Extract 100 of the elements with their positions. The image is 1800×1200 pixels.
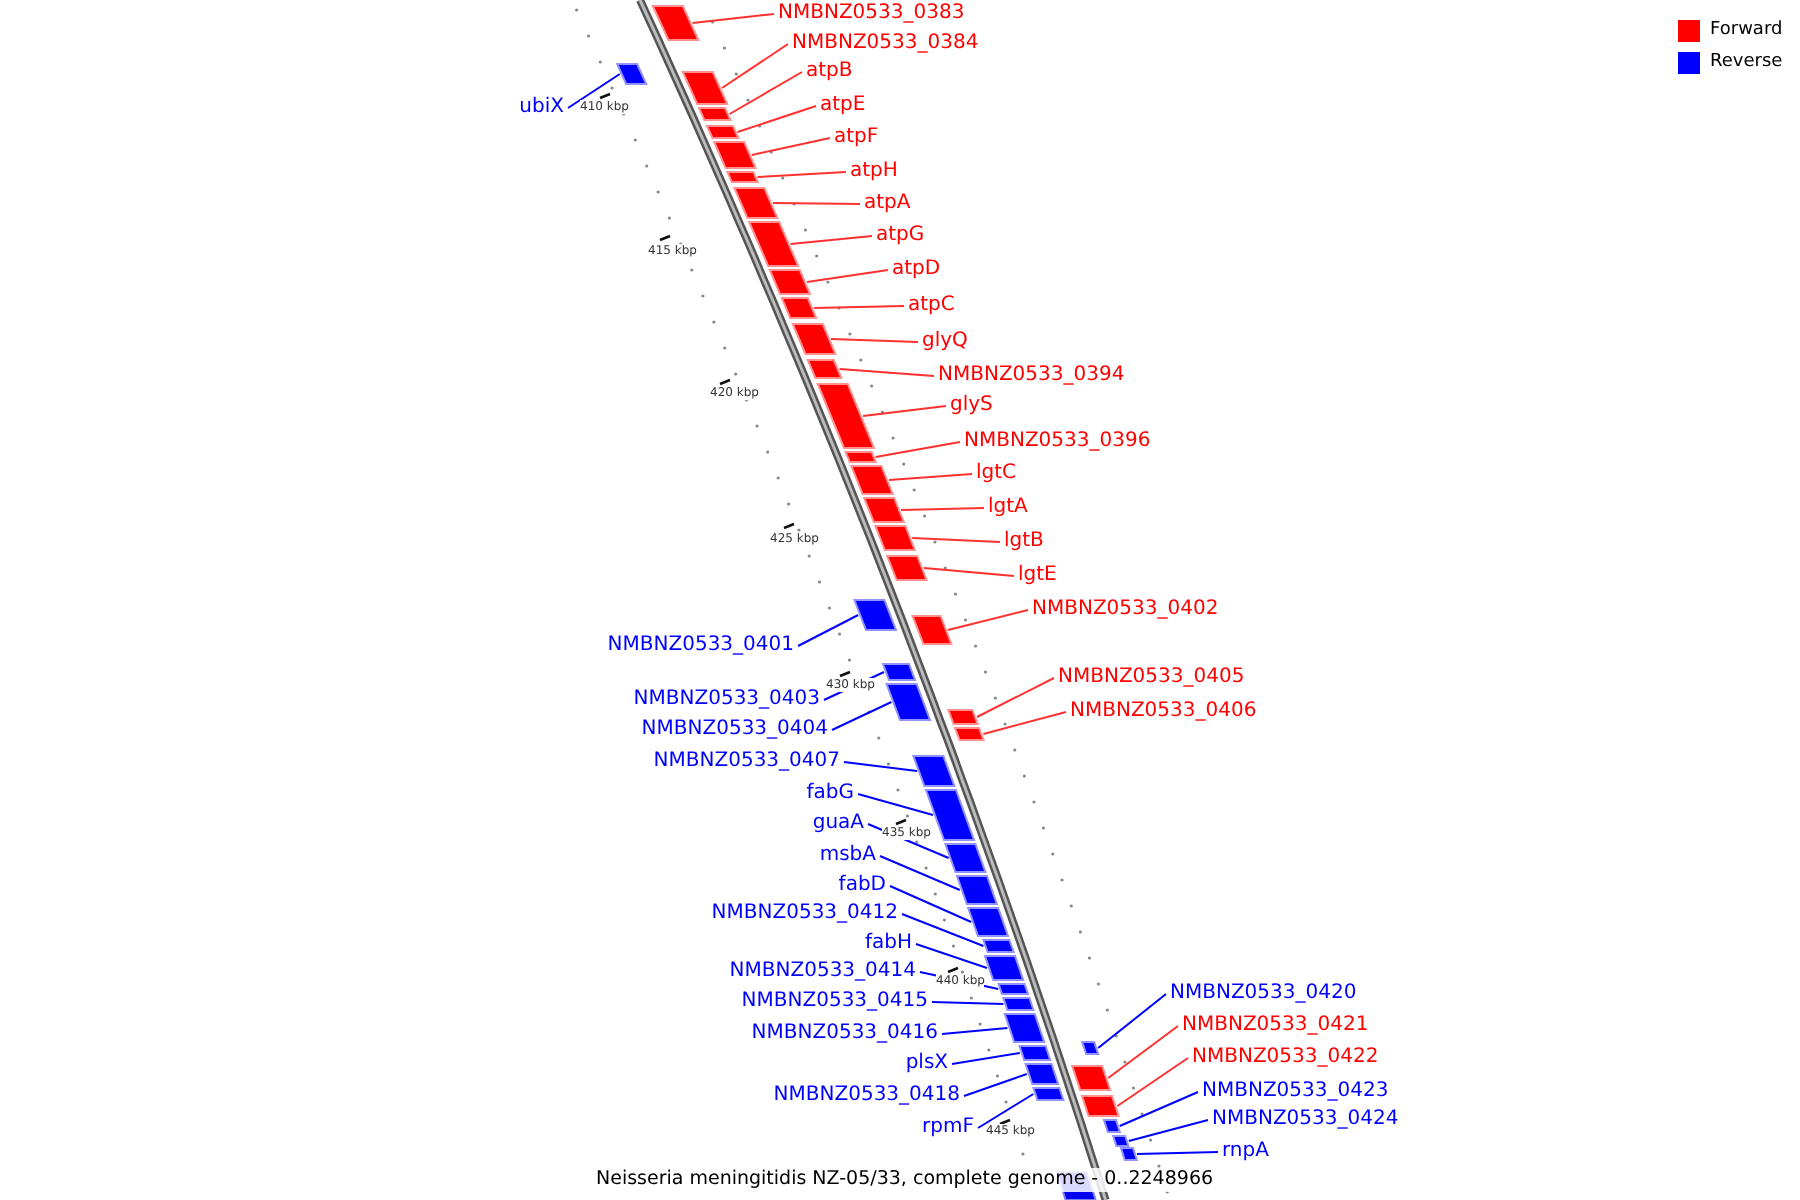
legend-label: Reverse — [1710, 50, 1783, 74]
leader-line — [772, 202, 861, 205]
gene-label: NMBNZ0533_0420 — [1170, 982, 1357, 1006]
leader-line — [736, 105, 817, 133]
gene-block — [780, 297, 818, 319]
gene-block — [1080, 1095, 1120, 1117]
gene-block — [1119, 1147, 1139, 1161]
leader-line — [923, 567, 1015, 577]
gene-label: atpC — [908, 294, 955, 318]
gene-label: NMBNZ0533_0421 — [1182, 1014, 1369, 1038]
gene-label: lgtA — [988, 496, 1028, 520]
leader-line — [806, 269, 889, 283]
leader-line — [931, 1001, 1005, 1005]
leader-line — [843, 761, 918, 772]
gene-label: fabH — [864, 932, 912, 956]
leader-line — [813, 305, 905, 309]
leader-line — [691, 13, 775, 24]
gene-label: NMBNZ0533_0403 — [633, 688, 820, 712]
gene-label: NMBNZ0533_0416 — [751, 1022, 938, 1046]
leader-line — [721, 43, 789, 89]
gene-label: NMBNZ0533_0406 — [1070, 700, 1257, 724]
gene-block — [953, 727, 986, 741]
gene-block — [1024, 1063, 1060, 1085]
leader-line — [857, 793, 934, 816]
gene-label: NMBNZ0533_0383 — [778, 2, 965, 26]
gene-label: NMBNZ0533_0401 — [607, 634, 794, 658]
gene-label: atpB — [806, 60, 853, 84]
leader-line — [797, 614, 860, 647]
gene-label: atpA — [864, 192, 911, 216]
leader-line — [862, 405, 947, 417]
leader-line — [947, 609, 1029, 631]
gene-block — [732, 187, 779, 219]
legend-label: Forward — [1710, 18, 1783, 42]
gene-label: lgtB — [1004, 530, 1044, 554]
leader-line — [889, 885, 973, 923]
gene-label: NMBNZ0533_0404 — [641, 718, 828, 742]
gene-label: atpE — [820, 94, 866, 118]
gene-label: NMBNZ0533_0405 — [1058, 666, 1245, 690]
leader-line — [911, 537, 1001, 543]
gene-block — [791, 323, 837, 355]
leader-line — [941, 1027, 1009, 1035]
gene-label: NMBNZ0533_0412 — [711, 902, 898, 926]
leader-line — [982, 711, 1067, 735]
gene-label: fabD — [838, 874, 886, 898]
gene-label: fabG — [806, 782, 854, 806]
gene-block — [768, 269, 812, 295]
gene-block — [806, 359, 843, 379]
leader-line — [888, 473, 973, 481]
gene-label: NMBNZ0533_0396 — [964, 430, 1151, 454]
gene-label: atpD — [892, 258, 941, 282]
gene-block — [1111, 1135, 1130, 1147]
leader-line — [879, 855, 961, 891]
gene-label: rnpA — [1222, 1140, 1269, 1164]
gene-label: msbA — [819, 844, 876, 868]
leader-line — [831, 701, 893, 731]
gene-block — [1032, 1087, 1065, 1101]
gene-label: ubiX — [519, 96, 564, 120]
leader-line — [915, 943, 988, 969]
leader-line — [976, 677, 1055, 718]
gene-label: NMBNZ0533_0414 — [729, 960, 916, 984]
gene-label: NMBNZ0533_0407 — [653, 750, 840, 774]
gene-block — [1080, 1041, 1100, 1055]
gene-block — [852, 599, 898, 631]
gene-block — [873, 525, 917, 551]
gene-label: NMBNZ0533_0402 — [1032, 598, 1219, 622]
leader-line — [1097, 993, 1167, 1049]
gene-label: glyQ — [922, 330, 968, 354]
gene-label: NMBNZ0533_0418 — [773, 1084, 960, 1108]
leader-line — [838, 368, 935, 377]
leader-line — [567, 73, 621, 109]
gene-label: atpF — [834, 126, 879, 150]
gene-label: rpmF — [922, 1116, 974, 1140]
gene-label: NMBNZ0533_0423 — [1202, 1080, 1389, 1104]
leader-line — [789, 235, 873, 245]
leader-line — [728, 71, 803, 115]
gene-label: NMBNZ0533_0415 — [741, 990, 928, 1014]
leader-line — [951, 1052, 1021, 1065]
gene-label: lgtC — [976, 462, 1017, 486]
gene-block — [1070, 1065, 1112, 1091]
leader-line — [874, 441, 961, 458]
gene-block — [946, 709, 980, 725]
leader-line — [750, 137, 831, 156]
leader-line — [977, 1093, 1035, 1129]
gene-label: NMBNZ0533_0394 — [938, 364, 1125, 388]
gene-block — [615, 63, 648, 85]
gene-label: lgtE — [1018, 564, 1057, 588]
gene-block — [955, 875, 999, 905]
leader-line — [1107, 1025, 1179, 1079]
gene-label: guaA — [812, 812, 864, 836]
leader-line — [901, 913, 985, 947]
gene-block — [862, 497, 906, 523]
gene-label: glyS — [950, 394, 993, 418]
leader-line — [963, 1073, 1028, 1097]
gene-label: NMBNZ0533_0424 — [1212, 1108, 1399, 1132]
gene-block — [911, 755, 956, 787]
leader-line — [756, 171, 847, 178]
caption: Neisseria meningitidis NZ-05/33, complete genome - 0..2248966 — [596, 1168, 1214, 1192]
leader-line — [900, 507, 985, 511]
gene-block — [885, 555, 929, 581]
gene-block — [911, 615, 953, 645]
